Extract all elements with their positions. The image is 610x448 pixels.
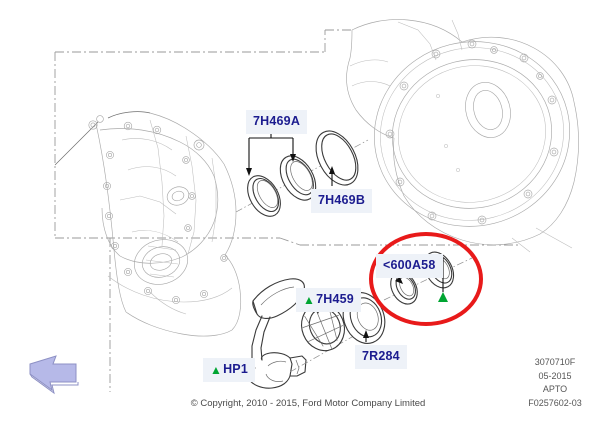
part-label-7h469a-text: 7H469A <box>253 114 301 128</box>
part-label-7h469b-text: 7H469B <box>318 193 366 207</box>
doc-info-line-3: APTO <box>542 384 568 394</box>
part-label-7h459-text: 7H459 <box>316 292 354 306</box>
green-marker-icons <box>438 292 448 302</box>
part-label-7h469a[interactable]: 7H469A <box>246 110 308 134</box>
selector-lever-drawing <box>245 278 307 389</box>
part-label-hp1-text: HP1 <box>223 362 248 376</box>
bell-housing-drawing <box>346 19 579 253</box>
section-boundary-upper <box>54 29 352 238</box>
leader-line-7h469b <box>329 166 335 186</box>
green-triangle-icon <box>438 292 448 302</box>
part-label-7r284[interactable]: 7R284 <box>355 345 407 369</box>
green-triangle-icon: ▲ <box>303 293 316 307</box>
part-label-600a58[interactable]: <600A58 <box>376 254 443 278</box>
part-label-7r284-text: 7R284 <box>362 349 400 363</box>
doc-info-line-2: 05-2015 <box>538 370 572 381</box>
transmission-case-drawing <box>54 111 242 337</box>
part-label-7h459[interactable]: ▲7H459 <box>296 288 361 312</box>
part-label-600a58-text: <600A58 <box>383 258 436 272</box>
green-triangle-icon: ▲ <box>210 363 223 377</box>
previous-page-arrow-icon[interactable] <box>29 355 79 395</box>
highlight-ellipse <box>369 232 483 326</box>
doc-info-line-4: F0257602-03 <box>528 397 582 408</box>
section-boundary-lower <box>55 237 520 392</box>
seal-ring-group <box>235 130 369 217</box>
part-label-7h469b[interactable]: 7H469B <box>311 189 373 213</box>
part-label-hp1[interactable]: ▲HP1 <box>203 358 255 382</box>
document-info-block: 3070710F 05-2015 APTO F0257602-03 <box>505 356 605 410</box>
copyright-notice: © Copyright, 2010 - 2015, Ford Motor Com… <box>190 398 426 409</box>
doc-info-line-1: 3070710F <box>534 357 576 367</box>
